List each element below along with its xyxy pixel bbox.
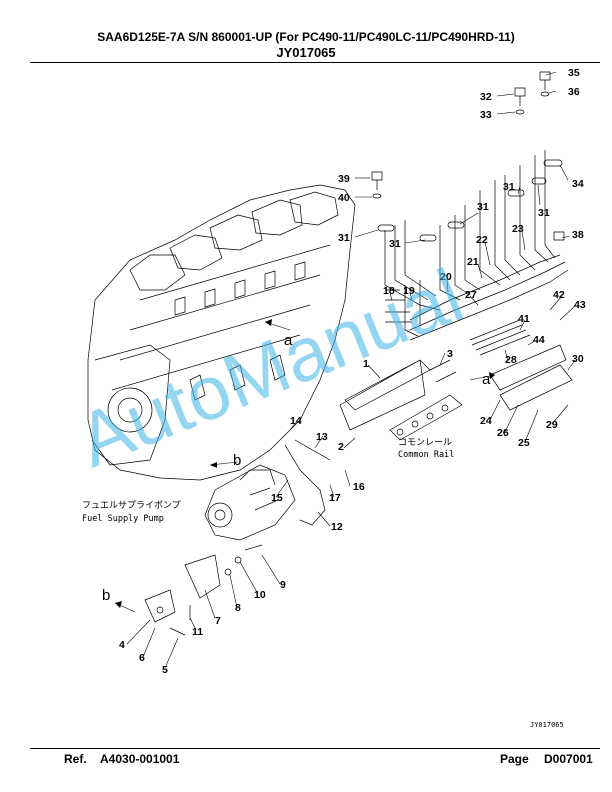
part-number: 38 — [572, 229, 584, 241]
bolts-drawing — [371, 71, 565, 337]
part-number: 27 — [465, 289, 477, 301]
part-number: 12 — [331, 521, 343, 533]
part-number: 7 — [215, 615, 221, 627]
part-number: 4 — [119, 639, 125, 651]
view-letter-a-upper: a — [284, 332, 293, 349]
part-number: 41 — [518, 313, 530, 325]
part-number: 40 — [338, 192, 350, 204]
part-number: 43 — [574, 299, 586, 311]
part-number: 20 — [440, 271, 452, 283]
fuel-pump-label-jp: フュエルサプライポンプ — [82, 500, 181, 511]
part-number: 10 — [254, 589, 266, 601]
part-number: 19 — [403, 285, 415, 297]
part-number: 24 — [480, 415, 492, 427]
common-rail-drawing — [339, 319, 573, 441]
part-number: 31 — [389, 238, 401, 250]
part-number: 2 — [338, 441, 344, 453]
part-number: 18 — [383, 285, 395, 297]
common-rail-label-jp: コモンレール — [398, 438, 452, 448]
part-number: 17 — [329, 492, 341, 504]
part-number: 25 — [518, 437, 530, 449]
part-number: 34 — [572, 178, 584, 190]
footer-divider — [30, 748, 600, 749]
ref-label: Ref. — [64, 752, 87, 766]
part-number: 30 — [572, 353, 584, 365]
drawing-code: JY017065 — [530, 721, 564, 729]
part-number: 36 — [568, 86, 580, 98]
part-number: 14 — [290, 415, 302, 427]
part-number: 33 — [480, 109, 492, 121]
part-number: 13 — [316, 431, 328, 443]
part-number: 1 — [363, 358, 369, 370]
engine-block-drawing — [87, 184, 356, 481]
part-number: 31 — [477, 201, 489, 213]
diagram-code-heading: JY017065 — [276, 45, 336, 60]
part-number: 5 — [162, 664, 168, 676]
part-number: 3 — [447, 348, 453, 360]
page-value: D007001 — [544, 752, 593, 766]
part-number: 6 — [139, 652, 145, 664]
view-letter-a-lower: a — [482, 371, 491, 388]
part-number: 44 — [533, 334, 545, 346]
common-rail-label-en: Common Rail — [398, 450, 454, 460]
part-number: 31 — [538, 207, 550, 219]
part-number: 16 — [353, 481, 365, 493]
part-number: 28 — [505, 354, 517, 366]
part-number: 26 — [497, 427, 509, 439]
fuel-supply-pump-drawing — [144, 439, 331, 636]
part-number: 21 — [467, 256, 479, 268]
view-letter-b-upper: b — [233, 452, 241, 469]
part-number: 23 — [512, 223, 524, 235]
part-number: 11 — [192, 626, 203, 638]
part-number: 15 — [271, 492, 283, 504]
ref-value: A4030-001001 — [100, 752, 180, 766]
injection-pipes-drawing — [377, 150, 569, 341]
page-title: SAA6D125E-7A S/N 860001-UP (For PC490-11… — [97, 30, 515, 44]
part-number: 35 — [568, 67, 580, 79]
page-label: Page — [500, 752, 529, 766]
view-letter-b-lower: b — [102, 587, 110, 604]
part-number: 31 — [338, 232, 350, 244]
part-number: 39 — [338, 173, 350, 185]
part-number: 8 — [235, 602, 241, 614]
parts-diagram: a a b b 35 32 36 33 39 40 31 34 31 31 31… — [67, 67, 586, 729]
part-number: 29 — [546, 419, 558, 431]
part-number: 42 — [553, 289, 565, 301]
part-number: 22 — [476, 234, 488, 246]
part-number: 9 — [280, 579, 286, 591]
leader-lines — [126, 71, 576, 669]
fuel-pump-label-en: Fuel Supply Pump — [82, 514, 164, 524]
part-number: 31 — [503, 181, 515, 193]
header-divider — [30, 62, 600, 63]
view-arrows — [114, 319, 496, 613]
part-number: 32 — [480, 91, 492, 103]
